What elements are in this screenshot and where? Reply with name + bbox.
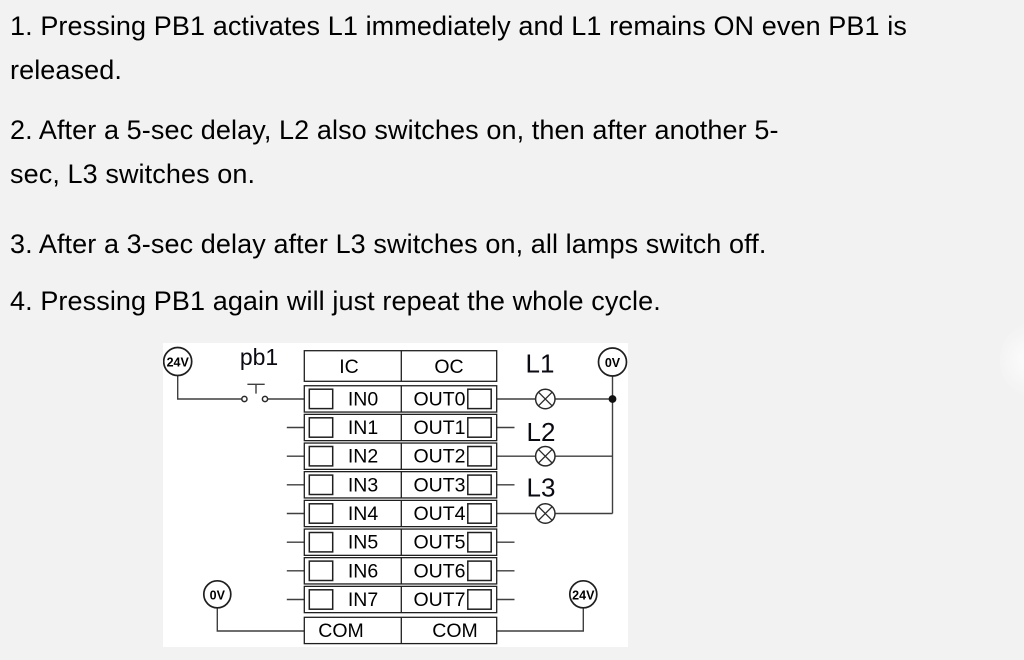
input-label-in7: IN7: [348, 589, 378, 611]
terminal-box-out3: [467, 474, 492, 496]
io-row-7: IN7 OUT7: [303, 585, 498, 614]
lamp-l1: L1: [526, 349, 556, 410]
io-row-2: IN2 OUT2: [303, 442, 498, 471]
input-label-in2: IN2: [348, 446, 378, 468]
push-button-actuator: [247, 383, 265, 394]
push-button-label: pb1: [240, 344, 278, 370]
terminal-box-in0: [308, 388, 334, 410]
io-row-0: IN0 OUT0: [303, 385, 498, 413]
lamp-l3: L3: [527, 473, 556, 524]
instruction-2-line-2: sec, L3 switches on.: [10, 159, 256, 189]
supply-24v-bottom-right: 24V: [568, 579, 598, 609]
output-label-out5: OUT5: [413, 532, 465, 554]
terminal-box-out5: [467, 531, 492, 553]
terminal-box-in2: [308, 445, 334, 467]
io-row-3: IN3 OUT3: [303, 470, 498, 499]
instruction-2: 2. After a 5-sec delay, L2 also switches…: [10, 108, 1014, 196]
wiring-diagram-svg: IC OC IN0 OUT0 IN1 OUT1 IN2 OUT2: [163, 344, 628, 645]
input-label-in0: IN0: [348, 388, 379, 410]
input-com-label: COM: [318, 620, 364, 642]
io-row-5: IN5 OUT5: [303, 528, 498, 557]
terminal-box-in4: [308, 503, 334, 524]
terminal-box-out6: [467, 560, 492, 582]
header-row: [303, 350, 498, 382]
output-label-out4: OUT4: [413, 503, 465, 525]
input-column-header: IC: [339, 356, 359, 378]
instruction-4-line-1: 4. Pressing PB1 again will just repeat t…: [10, 286, 661, 316]
com-row: COM COM: [303, 616, 498, 645]
output-label-out6: OUT6: [413, 560, 465, 582]
junction-dot: [608, 395, 617, 403]
input-label-in5: IN5: [348, 532, 379, 554]
io-row-6: IN6 OUT6: [303, 556, 498, 585]
io-row-1: IN1 OUT1: [303, 413, 498, 442]
lamp-l2: L2: [527, 417, 556, 467]
output-label-out0: OUT0: [413, 388, 465, 410]
supply-label-0v-top-right: 0V: [605, 356, 621, 370]
output-com-label: COM: [432, 620, 478, 642]
supply-0v-bottom-left: 0V: [202, 579, 232, 609]
output-label-out2: OUT2: [413, 446, 465, 468]
pb1-contact-left: [241, 395, 248, 403]
lamp-label-l1: L1: [526, 349, 555, 379]
terminal-box-out2: [467, 445, 492, 467]
instruction-2-line-1: 2. After a 5-sec delay, L2 also switches…: [10, 115, 779, 145]
supply-24v-top-left: 24V: [163, 346, 193, 377]
instruction-1: 1. Pressing PB1 activates L1 immediately…: [10, 4, 1014, 92]
terminal-box-in6: [308, 560, 334, 582]
instructions-block: 1. Pressing PB1 activates L1 immediately…: [0, 0, 1024, 323]
lamp-label-l3: L3: [527, 473, 556, 503]
instruction-4: 4. Pressing PB1 again will just repeat t…: [10, 279, 1014, 323]
input-label-in3: IN3: [348, 474, 378, 496]
input-label-in1: IN1: [348, 417, 378, 439]
input-stub-wires: [286, 426, 305, 601]
terminal-box-in5: [308, 531, 334, 553]
pb1-contact-right: [261, 395, 269, 403]
terminal-box-out0: [467, 388, 492, 410]
input-label-in4: IN4: [348, 503, 379, 525]
output-column-header: OC: [434, 356, 463, 378]
wire-24v-to-pb1: [177, 375, 242, 400]
wire-0v-to-input-com: [216, 607, 305, 632]
terminal-box-out4: [467, 503, 492, 524]
terminal-box-in3: [308, 474, 334, 496]
terminal-box-in1: [308, 417, 334, 438]
terminal-box-out1: [467, 417, 492, 438]
wire-24v-to-output-com: [496, 607, 584, 632]
instruction-1-line-2: released.: [10, 55, 122, 85]
supply-label-0v-bottom-left: 0V: [210, 588, 226, 602]
supply-label-24v-top-left: 24V: [167, 356, 190, 370]
supply-label-24v-bottom-right: 24V: [572, 588, 595, 602]
plc-wiring-diagram: IC OC IN0 OUT0 IN1 OUT1 IN2 OUT2: [163, 343, 628, 647]
io-row-4: IN4 OUT4: [303, 499, 498, 528]
terminal-box-out7: [467, 589, 492, 610]
partial-floating-element: [1000, 322, 1024, 398]
output-label-out1: OUT1: [413, 417, 465, 439]
supply-0v-top-right: 0V: [597, 347, 628, 377]
terminal-box-in7: [308, 589, 334, 610]
input-label-in6: IN6: [348, 560, 378, 582]
plc-io-table: IC OC IN0 OUT0 IN1 OUT1 IN2 OUT2: [303, 350, 498, 645]
output-stub-wires: [496, 426, 515, 601]
push-button-pb1: pb1: [240, 344, 278, 403]
instruction-1-line-1: 1. Pressing PB1 activates L1 immediately…: [10, 11, 907, 41]
output-label-out7: OUT7: [413, 589, 465, 611]
instruction-3-line-1: 3. After a 3-sec delay after L3 switches…: [10, 229, 767, 259]
lamp-label-l2: L2: [527, 417, 556, 447]
instruction-3: 3. After a 3-sec delay after L3 switches…: [10, 222, 1014, 266]
output-label-out3: OUT3: [413, 474, 465, 496]
